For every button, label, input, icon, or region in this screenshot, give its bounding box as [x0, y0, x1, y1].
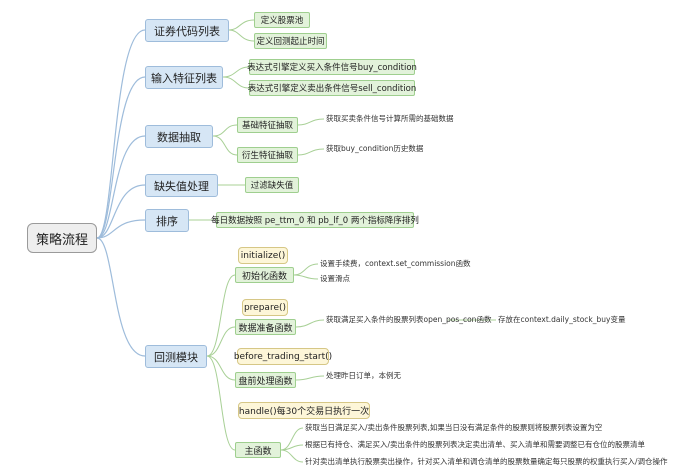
func-prepare[interactable]: 数据准备函数 — [235, 319, 296, 335]
branch-sort[interactable]: 排序 — [145, 209, 189, 232]
note-derived-feature: 获取buy_condition历史数据 — [326, 144, 424, 153]
leaf-label: 表达式引擎定义卖出条件信号sell_condition — [247, 84, 417, 94]
note-base-feature: 获取买卖条件信号计算所需的基础数据 — [326, 114, 454, 123]
leaf-label: 表达式引擎定义买入条件信号buy_condition — [247, 63, 417, 73]
func-label: 盘前处理函数 — [238, 376, 293, 387]
func-initialize[interactable]: 初始化函数 — [235, 267, 294, 283]
branch-extract[interactable]: 数据抽取 — [145, 125, 213, 148]
func-label: 数据准备函数 — [238, 323, 293, 334]
leaf-derived-feature-extract[interactable]: 衍生特征抽取 — [237, 147, 298, 163]
leaf-label: 过滤缺失值 — [250, 181, 294, 191]
leaf-base-feature-extract[interactable]: 基础特征抽取 — [237, 117, 298, 133]
branch-missing[interactable]: 缺失值处理 — [145, 174, 218, 197]
note-open-pos-con: 获取满足买入条件的股票列表open_pos_con函数 — [326, 315, 492, 324]
note-set-slippage: 设置滑点 — [320, 274, 350, 283]
callout-label: initialize() — [240, 250, 286, 261]
leaf-label: 定义股票池 — [260, 16, 304, 26]
callout-label: before_trading_start() — [233, 351, 333, 362]
root-label: 策略流程 — [35, 232, 88, 248]
leaf-buy-condition[interactable]: 表达式引擎定义买入条件信号buy_condition — [247, 59, 417, 75]
callout-prepare: prepare() — [242, 299, 288, 316]
note-execute-orders: 针对卖出清单执行股票卖出操作，针对买入清单和调仓清单的股票数量确定每只股票的权重… — [305, 457, 668, 466]
callout-label: prepare() — [243, 302, 287, 313]
func-label: 主函数 — [244, 446, 272, 457]
leaf-define-stock-pool[interactable]: 定义股票池 — [254, 12, 310, 28]
note-get-stock-list: 获取当日满足买入/卖出条件股票列表,如果当日没有满足条件的股票则将股票列表设置为… — [305, 423, 603, 432]
leaf-label: 衍生特征抽取 — [242, 151, 294, 161]
callout-before-trading-start: before_trading_start() — [233, 348, 333, 365]
note-set-commission: 设置手续费，context.set_commission函数 — [320, 259, 471, 268]
leaf-sort-rule[interactable]: 每日数据按照 pe_ttm_0 和 pb_lf_0 两个指标降序排列 — [211, 212, 419, 228]
branch-label: 证券代码列表 — [154, 24, 220, 38]
func-handle[interactable]: 主函数 — [235, 442, 281, 458]
branch-label: 排序 — [156, 214, 178, 228]
branch-backtest[interactable]: 回测模块 — [145, 345, 207, 368]
leaf-label: 基础特征抽取 — [242, 121, 294, 131]
leaf-filter-missing[interactable]: 过滤缺失值 — [245, 177, 299, 193]
branch-code-list[interactable]: 证券代码列表 — [145, 19, 229, 42]
note-handle-orders: 处理昨日订单，本例无 — [326, 371, 401, 380]
branch-label: 回测模块 — [154, 350, 198, 364]
leaf-define-backtest-period[interactable]: 定义回测起止时间 — [254, 33, 327, 49]
leaf-label: 定义回测起止时间 — [256, 37, 325, 47]
func-label: 初始化函数 — [241, 271, 287, 282]
note-decide-orders: 根据已有持仓、满足买入/卖出条件的股票列表决定卖出清单、买入清单和需要调整已有仓… — [305, 440, 646, 449]
branch-label: 数据抽取 — [157, 130, 201, 144]
callout-label: handle()每30个交易日执行一次 — [238, 407, 370, 417]
note-daily-stock-buy: 存放在context.daily_stock_buy变量 — [498, 315, 626, 324]
branch-label: 输入特征列表 — [151, 71, 217, 85]
root-node[interactable]: 策略流程 — [27, 223, 97, 253]
callout-initialize: initialize() — [238, 247, 288, 264]
leaf-sell-condition[interactable]: 表达式引擎定义卖出条件信号sell_condition — [247, 80, 417, 96]
branch-features[interactable]: 输入特征列表 — [145, 66, 223, 89]
leaf-label: 每日数据按照 pe_ttm_0 和 pb_lf_0 两个指标降序排列 — [211, 216, 419, 226]
func-before-trading-start[interactable]: 盘前处理函数 — [235, 372, 296, 388]
callout-handle: handle()每30个交易日执行一次 — [238, 402, 370, 419]
branch-label: 缺失值处理 — [154, 179, 209, 193]
